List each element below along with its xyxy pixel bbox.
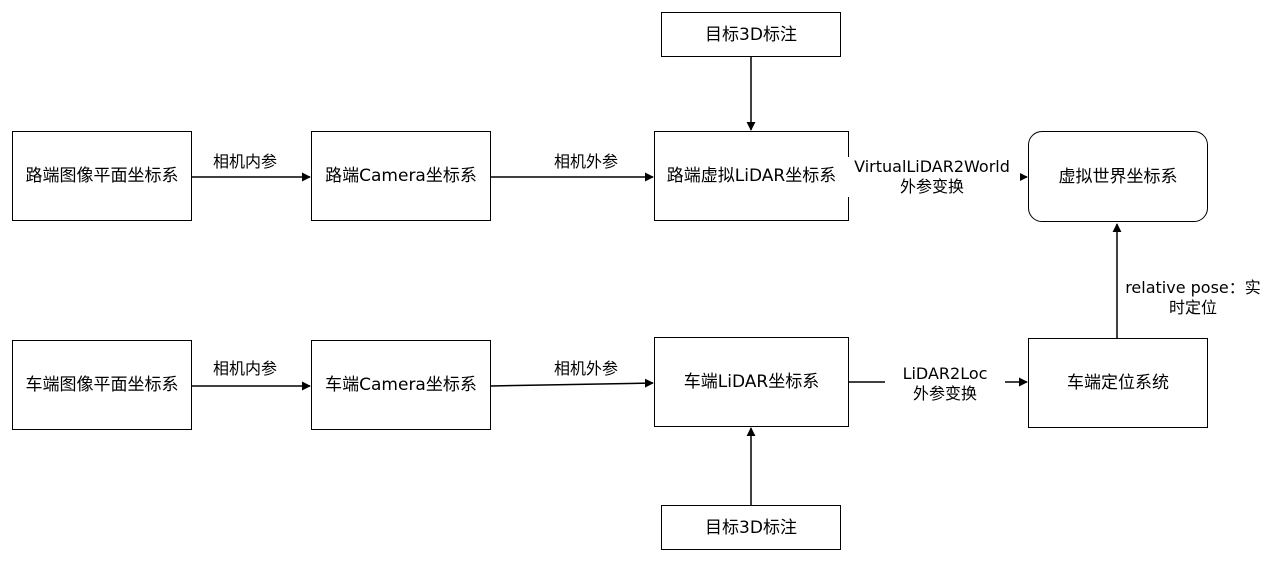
edge-label-rsu-extrinsic: 相机外参: [546, 152, 626, 172]
edge-label-veh-extrinsic: 相机外参: [546, 359, 626, 379]
node-veh-image-plane: 车端图像平面坐标系: [12, 340, 192, 430]
edge-label-lidar-to-loc-line1: LiDAR2Loc: [902, 364, 988, 383]
arrow-veh-camera-to-veh-lidar: [490, 378, 654, 388]
edge-label-virtual-to-world-line1: VirtualLiDAR2World: [854, 157, 1010, 176]
node-rsu-image-plane: 路端图像平面坐标系: [12, 131, 192, 221]
edge-label-lidar-to-loc: LiDAR2Loc 外参变换: [885, 364, 1005, 404]
node-rsu-camera: 路端Camera坐标系: [311, 131, 491, 221]
edge-label-virtual-to-world: VirtualLiDAR2World 外参变换: [844, 157, 1020, 197]
node-bottom-annotation: 目标3D标注: [661, 505, 841, 550]
edge-label-rsu-intrinsic: 相机内参: [205, 152, 285, 172]
edge-label-relative-pose: relative pose：实 时定位: [1118, 278, 1268, 318]
node-rsu-virtual-lidar: 路端虚拟LiDAR坐标系: [654, 131, 849, 221]
edge-label-lidar-to-loc-line2: 外参变换: [912, 384, 977, 403]
node-top-annotation: 目标3D标注: [661, 12, 841, 57]
edge-label-veh-intrinsic: 相机内参: [205, 359, 285, 379]
node-veh-localization: 车端定位系统: [1028, 338, 1208, 428]
edge-label-relative-pose-line1: relative pose：实: [1125, 278, 1261, 297]
node-virtual-world: 虚拟世界坐标系: [1028, 131, 1208, 222]
edge-label-relative-pose-line2: 时定位: [1168, 298, 1217, 317]
node-veh-lidar: 车端LiDAR坐标系: [654, 337, 849, 427]
edge-label-virtual-to-world-line2: 外参变换: [899, 177, 964, 196]
node-veh-camera: 车端Camera坐标系: [311, 340, 491, 430]
